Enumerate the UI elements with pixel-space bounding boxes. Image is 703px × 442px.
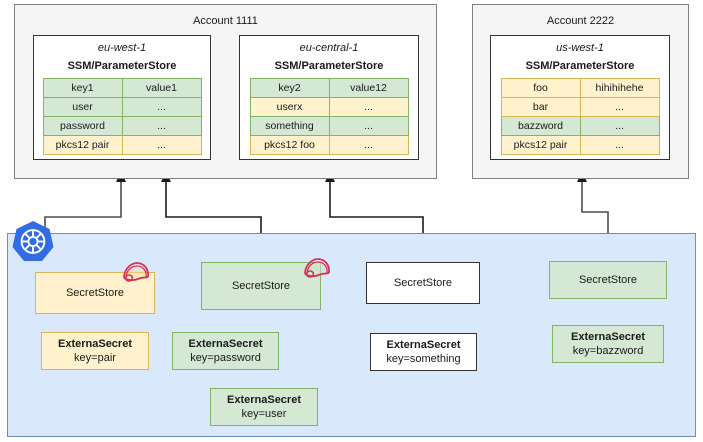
- table-row: pkcs12 pair ...: [500, 135, 660, 155]
- region-us-west-1: us-west-1 SSM/ParameterStore foo hihihih…: [490, 35, 670, 160]
- externalsecret-password-node[interactable]: ExternaSecret key=password: [172, 332, 279, 370]
- secretstore-password-node[interactable]: SecretStore: [201, 262, 321, 310]
- param-value: ...: [579, 135, 660, 155]
- region-eu-central-1-store-title: SSM/ParameterStore: [274, 60, 384, 72]
- helm-icon: [301, 256, 333, 278]
- table-row: bazzword ...: [500, 116, 660, 136]
- param-value: hihihihehe: [579, 78, 660, 98]
- param-value: ...: [579, 116, 660, 136]
- param-key: key2: [249, 78, 330, 98]
- region-eu-west-1: eu-west-1 SSM/ParameterStore key1 value1…: [33, 35, 211, 160]
- param-value: ...: [579, 97, 660, 117]
- param-key: something: [249, 116, 330, 136]
- table-row: key1 value1: [42, 78, 202, 98]
- secretstore-something-label: SecretStore: [393, 277, 453, 289]
- param-key: bar: [500, 97, 581, 117]
- externalsecret-something-node[interactable]: ExternaSecret key=something: [370, 333, 477, 371]
- kubernetes-logo: [9, 219, 57, 267]
- param-value: ...: [328, 135, 409, 155]
- externalsecret-pair-title: ExternaSecret: [58, 338, 132, 350]
- params-table-eu-west-1: key1 value1 user ... password ... pkcs12…: [42, 78, 202, 155]
- table-row: foo hihihihehe: [500, 78, 660, 98]
- externalsecret-bazzword-node[interactable]: ExternaSecret key=bazzword: [552, 325, 664, 363]
- param-value: ...: [121, 116, 202, 136]
- param-key: password: [42, 116, 123, 136]
- secretstore-bazzword-label: SecretStore: [578, 274, 638, 286]
- externalsecret-pair-subtitle: key=pair: [74, 352, 116, 364]
- externalsecret-password-subtitle: key=password: [190, 352, 261, 364]
- params-table-eu-central-1: key2 value12 userx ... something ... pkc…: [249, 78, 409, 155]
- table-row: something ...: [249, 116, 409, 136]
- table-row: pkcs12 foo ...: [249, 135, 409, 155]
- region-eu-central-1-name: eu-central-1: [299, 42, 359, 54]
- param-value: ...: [328, 116, 409, 136]
- table-row: bar ...: [500, 97, 660, 117]
- param-key: userx: [249, 97, 330, 117]
- secretstore-pair-label: SecretStore: [65, 287, 125, 299]
- param-value: ...: [328, 97, 409, 117]
- param-key: pkcs12 pair: [42, 135, 123, 155]
- secretstore-password-label: SecretStore: [231, 280, 291, 292]
- secretstore-something-node[interactable]: SecretStore: [366, 262, 480, 304]
- param-value: value1: [121, 78, 202, 98]
- region-us-west-1-name: us-west-1: [556, 42, 604, 54]
- account-1111-title: Account 1111: [193, 15, 258, 27]
- region-eu-central-1: eu-central-1 SSM/ParameterStore key2 val…: [239, 35, 419, 160]
- param-value: value12: [328, 78, 409, 98]
- region-eu-west-1-name: eu-west-1: [97, 42, 147, 54]
- table-row: pkcs12 pair ...: [42, 135, 202, 155]
- table-row: password ...: [42, 116, 202, 136]
- param-key: pkcs12 pair: [500, 135, 581, 155]
- region-us-west-1-store-title: SSM/ParameterStore: [525, 60, 635, 72]
- externalsecret-user-subtitle: key=user: [241, 408, 287, 420]
- externalsecret-user-node[interactable]: ExternaSecret key=user: [210, 388, 318, 426]
- param-value: ...: [121, 97, 202, 117]
- param-key: user: [42, 97, 123, 117]
- table-row: user ...: [42, 97, 202, 117]
- table-row: userx ...: [249, 97, 409, 117]
- externalsecret-something-title: ExternaSecret: [386, 339, 461, 351]
- helm-icon: [120, 260, 152, 282]
- params-table-us-west-1: foo hihihihehe bar ... bazzword ... pkcs…: [500, 78, 660, 155]
- param-key: foo: [500, 78, 581, 98]
- param-key: bazzword: [500, 116, 581, 136]
- param-key: key1: [42, 78, 123, 98]
- table-row: key2 value12: [249, 78, 409, 98]
- externalsecret-password-title: ExternaSecret: [188, 338, 263, 350]
- externalsecret-something-subtitle: key=something: [386, 353, 461, 365]
- account-2222-title: Account 2222: [546, 15, 615, 27]
- externalsecret-user-title: ExternaSecret: [227, 394, 301, 406]
- externalsecret-bazzword-title: ExternaSecret: [571, 331, 645, 343]
- region-eu-west-1-store-title: SSM/ParameterStore: [67, 60, 177, 72]
- secretstore-bazzword-node[interactable]: SecretStore: [549, 261, 667, 299]
- param-value: ...: [121, 135, 202, 155]
- externalsecret-bazzword-subtitle: key=bazzword: [572, 345, 644, 357]
- externalsecret-pair-node[interactable]: ExternaSecret key=pair: [41, 332, 149, 370]
- param-key: pkcs12 foo: [249, 135, 330, 155]
